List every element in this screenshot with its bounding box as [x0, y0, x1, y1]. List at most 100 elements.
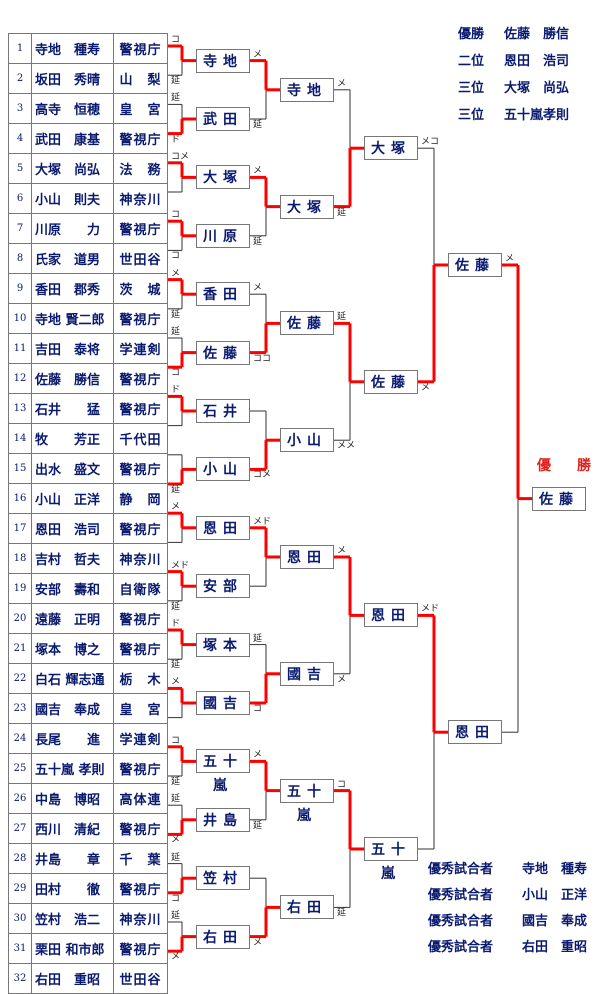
score-mark: メド: [421, 604, 440, 615]
score-mark: 延: [171, 93, 181, 104]
prize-name: 寺地 種寿: [522, 862, 588, 877]
prize-row: 優秀試合者小山 正洋: [428, 884, 587, 910]
score-mark: 延: [171, 794, 181, 805]
entrant-name: 出水 盛文: [31, 453, 114, 484]
result-name: 大塚 尚弘: [504, 81, 570, 96]
results-list: 優勝佐藤 勝信 二位恩田 浩司 三位大塚 尚弘 三位五十嵐孝則: [458, 23, 569, 131]
entrant-team: 静 岡: [113, 483, 168, 514]
champion-heading: 優 勝: [537, 458, 597, 474]
score-mark: コ: [171, 368, 181, 379]
winner-box: 國吉: [196, 691, 250, 715]
outstanding-bouts-list: 優秀試合者寺地 種寿 優秀試合者小山 正洋 優秀試合者國吉 奉成 優秀試合者右田…: [428, 858, 587, 962]
winner-box: 香田: [196, 282, 250, 307]
entrant-name: 小山 正洋: [31, 483, 114, 514]
score-mark: 延: [171, 777, 181, 787]
entrant-number: 3: [8, 93, 32, 124]
entrant-team: 山 梨: [113, 63, 168, 94]
entrant-team: 千代田: [113, 423, 168, 454]
winner-box: 右田: [196, 924, 250, 949]
score-mark: メ: [253, 283, 263, 294]
entrant-number: 13: [8, 393, 32, 424]
score-mark: コ: [337, 779, 347, 790]
score-mark: メ: [505, 254, 515, 264]
score-mark: 延: [171, 309, 181, 320]
score-mark: コ: [171, 735, 181, 746]
score-mark: ココ: [253, 353, 272, 364]
entrant-team: 世田谷: [113, 243, 168, 274]
entrant-name: 牧 芳正: [31, 423, 114, 454]
entrant-team: 皇 宮: [113, 693, 168, 724]
score-mark: 延: [337, 207, 347, 218]
entrant-team: 警視庁: [113, 393, 168, 424]
score-mark: メメ: [337, 441, 356, 452]
result-name: 佐藤 勝信: [504, 27, 570, 42]
score-mark: ド: [171, 619, 181, 629]
score-mark: コ: [171, 251, 181, 262]
entrant-team: 警視庁: [113, 933, 168, 964]
entrant-number: 23: [8, 693, 32, 724]
score-mark: ド: [171, 385, 181, 396]
score-mark: メ: [253, 49, 263, 60]
winner-box: 五十嵐: [364, 837, 418, 882]
winner-box: 川原: [196, 223, 250, 248]
result-rank: 優勝: [458, 27, 485, 42]
score-mark: 延: [337, 908, 347, 919]
score-mark: メコ: [421, 137, 440, 148]
score-mark: ド: [171, 134, 181, 145]
entrant-team: 警視庁: [113, 873, 168, 904]
score-mark: 延: [253, 236, 263, 247]
entrant-team: 警視庁: [113, 513, 168, 544]
score-mark: 延: [253, 633, 263, 644]
entrant-team: 警視庁: [113, 213, 168, 244]
score-mark: 延: [337, 312, 347, 323]
entrant-name: 佐藤 勝信: [31, 363, 114, 394]
entrant-name: 吉田 泰将: [31, 333, 114, 364]
score-mark: 延: [171, 660, 181, 671]
prize-name: 國吉 奉成: [522, 914, 588, 929]
score-mark: メ: [171, 835, 181, 846]
prize-label: 優秀試合者: [428, 862, 494, 877]
champion-box: 佐藤: [532, 486, 586, 511]
result-rank: 三位: [458, 81, 485, 96]
entrant-number: 21: [8, 633, 32, 664]
result-row: 二位恩田 浩司: [458, 50, 569, 77]
score-mark: 延: [253, 820, 263, 831]
entrant-name: 武田 康基: [31, 123, 114, 154]
entrant-team: 茨 城: [113, 273, 168, 304]
entrant-team: 警視庁: [113, 453, 168, 484]
winner-box: 井島: [196, 807, 250, 832]
winner-box: 大塚: [280, 194, 334, 219]
entrant-name: 笠村 浩二: [31, 903, 114, 934]
score-mark: メ: [253, 937, 263, 948]
winner-box: 恩田: [280, 545, 334, 569]
entrant-team: 警視庁: [113, 33, 168, 64]
prize-row: 優秀試合者國吉 奉成: [428, 910, 587, 936]
winner-box: 大塚: [364, 136, 418, 161]
entrant-number: 19: [8, 573, 32, 604]
winner-box: 五十嵐: [196, 749, 250, 794]
entrant-team: 警視庁: [113, 753, 168, 784]
entrant-team: 警視庁: [113, 603, 168, 634]
winner-box: 恩田: [364, 603, 418, 628]
score-mark: メ: [171, 677, 181, 688]
entrant-team: 法 務: [113, 153, 168, 184]
winner-box: 小山: [196, 457, 250, 482]
entrant-team: 警視庁: [113, 123, 168, 154]
winner-box: 佐藤: [448, 253, 502, 277]
entrant-name: 中島 博昭: [31, 783, 114, 814]
